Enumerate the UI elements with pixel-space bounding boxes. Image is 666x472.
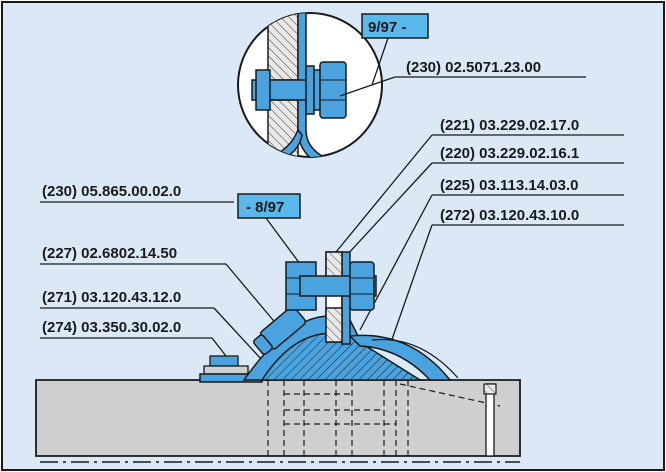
label-225: (225) 03.113.14.03.0 — [440, 177, 578, 194]
label-274: (274) 03.350.30.02.0 — [42, 319, 181, 336]
tag-new-version-text: 9/97 - — [368, 19, 406, 36]
detail-circle — [237, 12, 383, 158]
label-221: (221) 03.229.02.17.0 — [440, 117, 579, 134]
tag-old-version: - 8/97 — [237, 193, 301, 219]
tag-old-version-text: - 8/97 — [246, 199, 284, 216]
label-220: (220) 03.229.02.16.1 — [440, 145, 579, 162]
label-227: (227) 02.6802.14.50 — [42, 245, 177, 262]
label-230-top: (230) 02.5071.23.00 — [406, 59, 541, 76]
label-271: (271) 03.120.43.12.0 — [42, 289, 181, 306]
tag-new-version: 9/97 - — [361, 13, 429, 39]
label-272: (272) 03.120.43.10.0 — [440, 207, 579, 224]
label-230-left: (230) 05.865.00.02.0 — [42, 183, 181, 200]
main-assembly — [35, 251, 521, 463]
